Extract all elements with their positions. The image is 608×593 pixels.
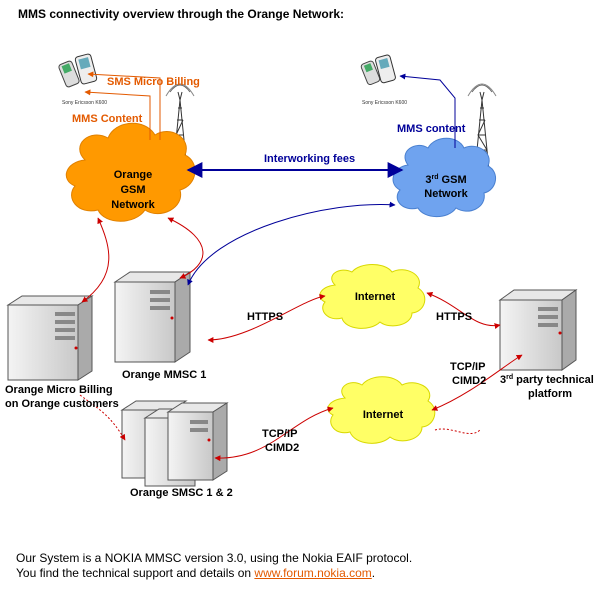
orange-net-label-2: GSM [120,184,145,196]
orange-cloud-to-mmsc-link [167,217,204,279]
sms-billing-link [87,71,161,140]
mmsc-to-internet-link [207,293,326,343]
third-net-label-1: 3rd GSM [425,174,466,186]
orange-mmsc-label: Orange MMSC 1 [122,369,206,381]
orange-mmsc-server [113,271,192,363]
micro-billing-label-1: Orange Micro Billing [5,384,113,396]
internet-to-third-party-link [426,292,501,329]
third-net-label-2: Network [424,188,468,200]
orange-net-label-3: Network [111,199,155,211]
orange-gsm-network-cloud: Orange GSM Network [65,122,196,222]
mms-content-link-right [399,73,456,148]
billing-to-orange-cloud-link [81,217,110,303]
interworking-fees-label: Interworking fees [264,153,355,165]
orange-micro-billing-server [6,295,94,381]
forum-nokia-link[interactable]: www.forum.nokia.com [254,566,372,580]
orange-net-label-1: Orange [114,169,153,181]
tcpip-left-label: TCP/IP [262,428,297,440]
orange-smsc-label: Orange SMSC 1 & 2 [130,487,233,499]
mobile-phone-icon-left: Sony Ericsson K600 [58,53,107,106]
footer-line-1: Our System is a NOKIA MMSC version 3.0, … [16,551,413,565]
internet-cloud-bottom: Internet [327,376,436,444]
sms-micro-billing-label: SMS Micro Billing [107,76,200,88]
diagram-title: MMS connectivity overview through the Or… [18,7,344,21]
third-party-to-internet-link [431,354,523,411]
phone-brand-left: Sony Ericsson K600 [62,100,107,106]
internet-top-label: Internet [355,291,396,303]
cimd2-right-label: CIMD2 [452,375,486,387]
cimd2-left-label: CIMD2 [265,442,299,454]
footer-text: Our System is a NOKIA MMSC version 3.0, … [16,551,596,581]
https-left-label: HTTPS [247,311,283,323]
third-party-label-2: platform [528,388,572,400]
micro-billing-label-2: on Orange customers [5,398,119,410]
billing-to-smsc-link [79,394,126,441]
mobile-phone-icon-right: Sony Ericsson K600 [360,54,407,106]
mmsc-to-third-gsm-link [187,201,396,286]
mms-content-left-label: MMS Content [72,113,143,125]
internet-cloud-top: Internet [319,264,426,329]
footer-line-2-suffix: . [371,566,376,580]
third-party-label-1: 3rd party technical [500,374,594,386]
footer-line-2: You find the technical support and detai… [16,566,596,581]
orange-smsc-servers [120,400,229,487]
third-party-platform-server [498,289,578,371]
smsc-to-internet-link [214,406,334,462]
third-gsm-network-cloud: 3rd GSM Network [392,137,496,218]
footer-line-2-prefix: You find the technical support and detai… [16,566,255,580]
internet-bottom-label: Internet [363,409,404,421]
mms-content-link-left [84,89,151,140]
https-right-label: HTTPS [436,311,472,323]
tcpip-right-label: TCP/IP [450,361,485,373]
decorative-dotted-link [434,428,481,435]
mms-content-right-label: MMS content [397,123,466,135]
phone-brand-right: Sony Ericsson K600 [362,100,407,106]
